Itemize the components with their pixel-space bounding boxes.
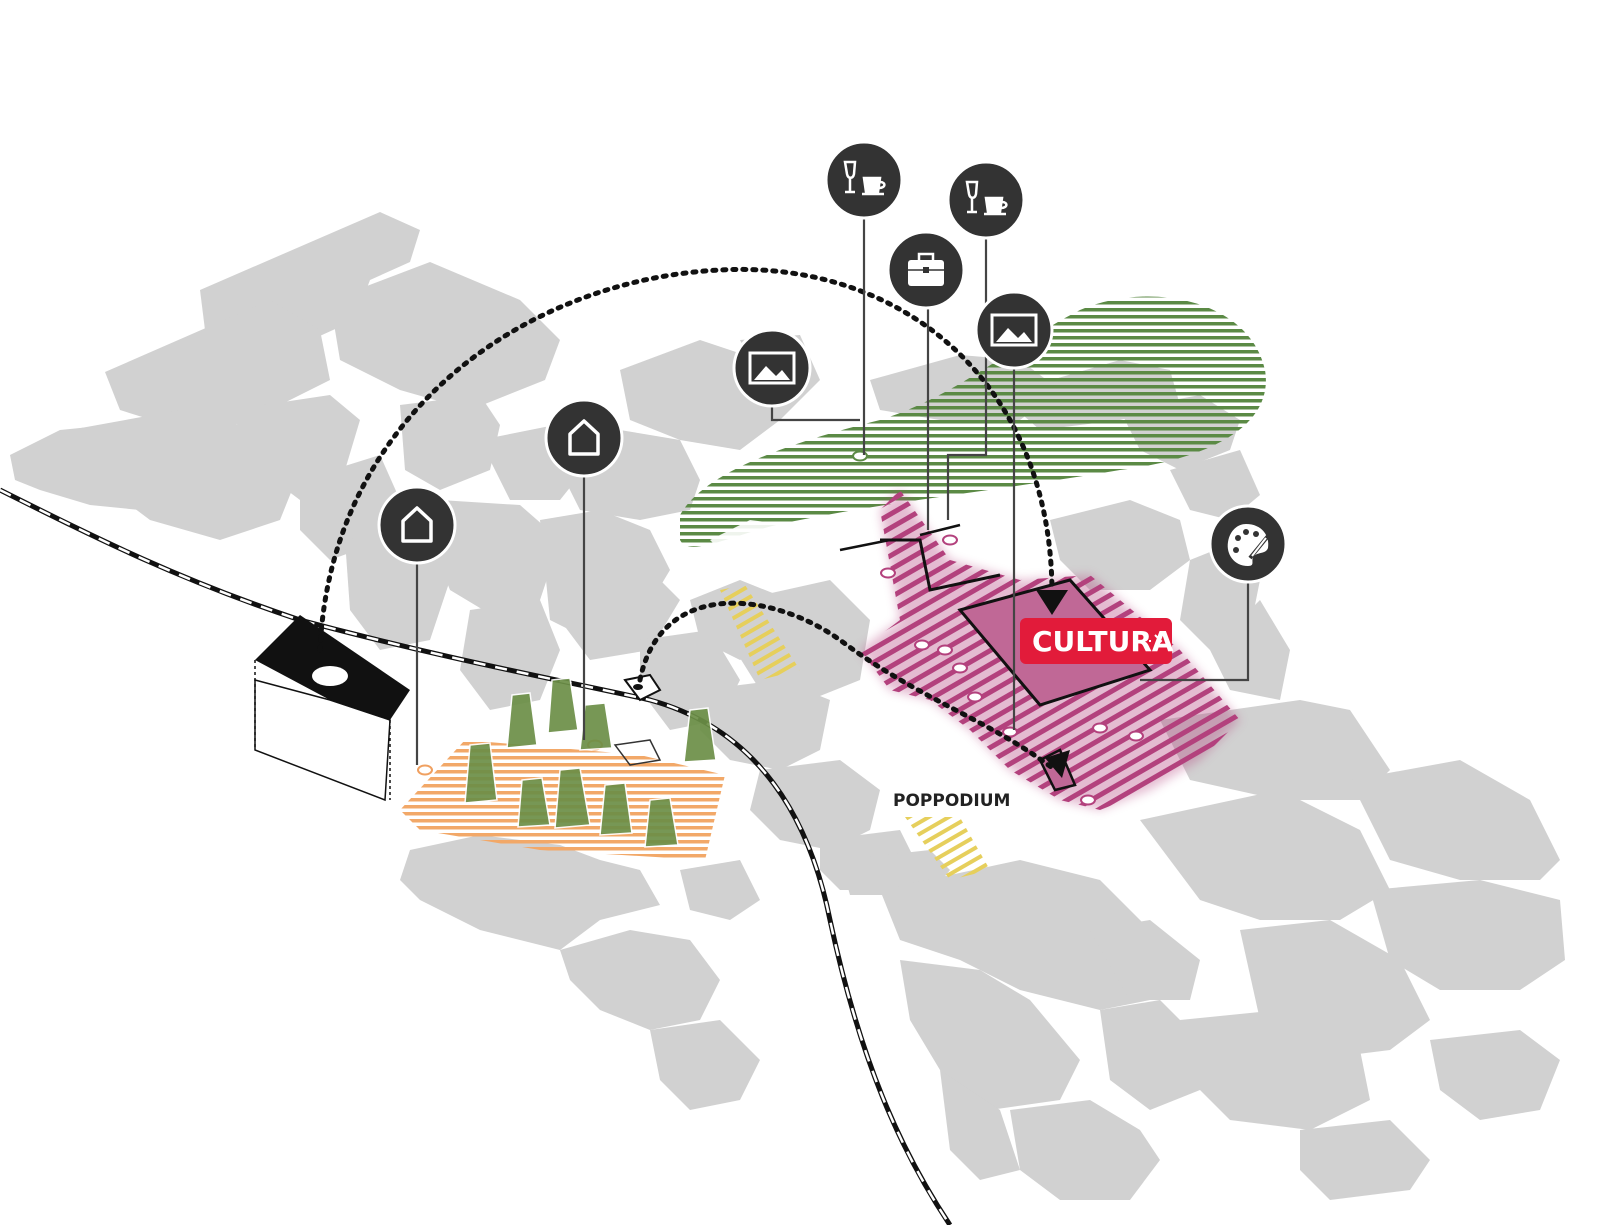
pin-briefcase[interactable] [886, 230, 966, 310]
pin-home-2[interactable] [544, 398, 624, 478]
image-icon [748, 351, 796, 385]
pin-image-2[interactable] [974, 290, 1054, 370]
image-icon [990, 313, 1038, 347]
palette-icon [1227, 524, 1270, 566]
park-zone-green [680, 296, 1266, 550]
pin-wine-coffee-2[interactable] [946, 160, 1026, 240]
briefcase-icon [908, 252, 944, 286]
pin-wine-coffee-1[interactable] [824, 140, 904, 220]
pin-image-1[interactable] [732, 328, 812, 408]
cultura-label[interactable]: CULTURA [1020, 618, 1174, 664]
chevron-right-icon [1149, 634, 1163, 648]
poppodium-label[interactable]: POPPODIUM [884, 781, 1012, 817]
poppodium-label-text: POPPODIUM [893, 791, 1010, 811]
pin-home-1[interactable] [377, 485, 457, 565]
home-icon [568, 419, 600, 456]
home-icon [401, 506, 433, 543]
wine-coffee-icon [965, 180, 1008, 216]
yellow-route [720, 585, 990, 880]
pin-palette[interactable] [1208, 504, 1288, 584]
flow-arrowheads [1036, 590, 1070, 778]
railway-line [0, 487, 953, 1225]
wine-coffee-icon [843, 160, 886, 196]
cultura-label-text: CULTURA [1032, 625, 1174, 658]
forest-zone-orange [400, 677, 725, 860]
highlighted-building-black [254, 615, 662, 802]
flow-arrows [317, 266, 1058, 773]
